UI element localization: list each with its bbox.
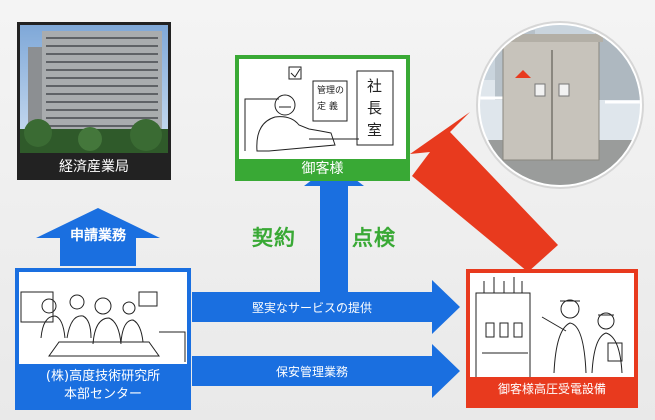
maintenance-arrow: [192, 344, 460, 398]
svg-text:社: 社: [367, 77, 382, 95]
node-facility: 御客様高圧受電設備: [466, 269, 638, 408]
node-center: (株)高度技術研究所 本部センター: [15, 268, 191, 410]
facility-label: 御客様高圧受電設備: [497, 382, 606, 396]
node-customer: 管理の 定 義 社 長 室 御客様: [235, 55, 410, 181]
center-label-line1: (株)高度技術研究所: [45, 369, 161, 384]
service-label: 堅実なサービスの提供: [251, 301, 372, 315]
customer-label: 御客様: [301, 161, 344, 177]
meti-building-photo: [20, 25, 168, 153]
sign-left-line1: 管理の: [317, 84, 344, 96]
application-arrow: [36, 208, 160, 266]
inspection-label: 点検: [352, 226, 396, 250]
sign-left-line2: 定 義: [317, 100, 338, 112]
facility-inspection-illustration: [470, 273, 634, 377]
contract-label: 契約: [252, 226, 296, 250]
red-arrow-shape: [410, 112, 558, 272]
application-label: 申請業務: [70, 228, 126, 244]
svg-text:室: 室: [367, 121, 382, 139]
service-arrow: [192, 280, 460, 334]
center-label-line2: 本部センター: [63, 387, 142, 402]
facility-cubicle-photo: [476, 21, 644, 189]
customer-office-illustration: 管理の 定 義 社 長 室: [239, 59, 406, 159]
center-staff-illustration: [19, 272, 187, 364]
svg-text:長: 長: [367, 99, 382, 117]
node-meti: 経済産業局: [17, 22, 171, 180]
maintenance-label: 保安管理業務: [275, 365, 348, 379]
blue-up-arrow-shape: [304, 163, 364, 305]
meti-label: 経済産業局: [59, 159, 129, 175]
